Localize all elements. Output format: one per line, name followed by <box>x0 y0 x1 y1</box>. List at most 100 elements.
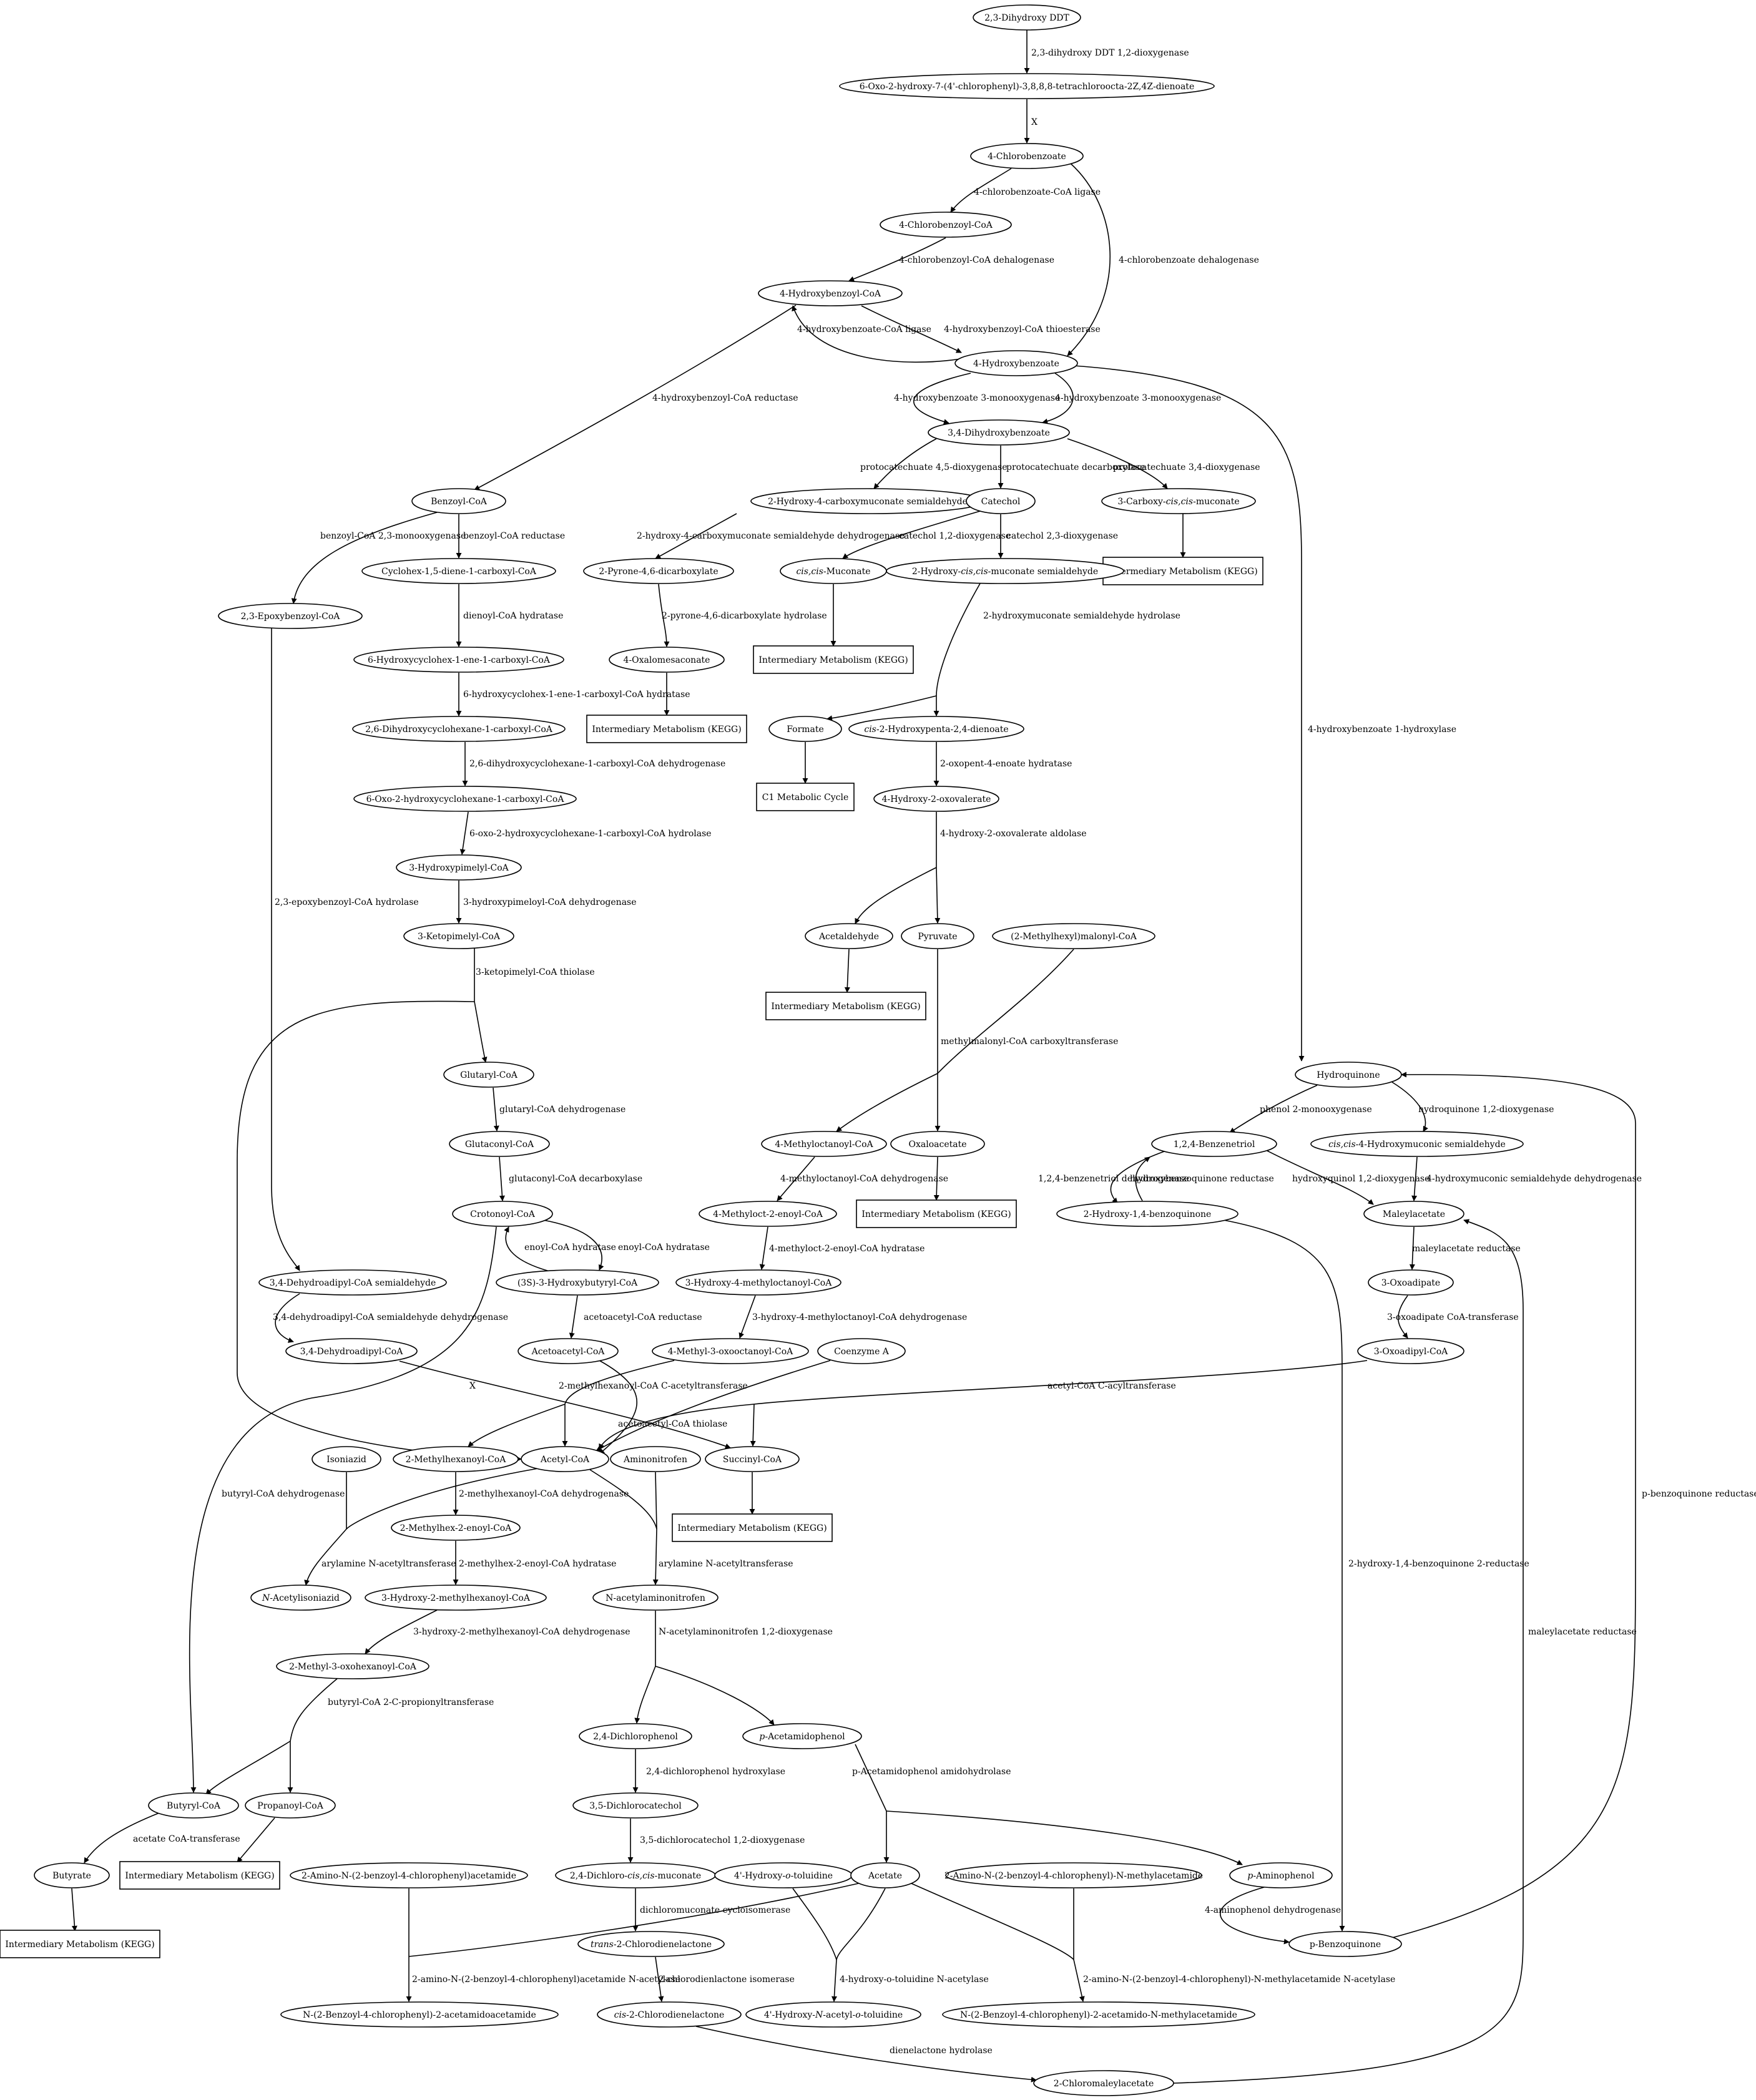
node-formate[interactable]: Formate <box>768 716 842 742</box>
node-catechol[interactable]: Catechol <box>966 488 1036 514</box>
node-km_butyrate[interactable]: Intermediary Metabolism (KEGG) <box>0 1930 160 1958</box>
node-km_carboxy[interactable]: Intermediary Metabolism (KEGG) <box>1102 557 1263 585</box>
node-ellipse-shape <box>592 1585 719 1611</box>
node-succinyl[interactable]: Succinyl-CoA <box>705 1446 800 1472</box>
node-isoniazid[interactable]: Isoniazid <box>311 1446 381 1472</box>
node-hydroxypentadienoate[interactable]: cis-2-Hydroxypenta-2,4-dienoate <box>848 716 1024 742</box>
node-hydroxybenzoate[interactable]: 4-Hydroxybenzoate <box>954 350 1078 376</box>
node-aminonitrofen[interactable]: Aminonitrofen <box>610 1446 701 1472</box>
node-km_muconate[interactable]: Intermediary Metabolism (KEGG) <box>753 645 914 674</box>
node-hydroquinone[interactable]: Hydroquinone <box>1295 1062 1402 1088</box>
node-hydroxyoxovalerate[interactable]: 4-Hydroxy-2-oxovalerate <box>873 786 999 812</box>
node-methyloxooctanoyl[interactable]: 4-Methyl-3-oxooctanoyl-CoA <box>652 1338 809 1364</box>
node-hydroxybenzoquinone[interactable]: 2-Hydroxy-1,4-benzoquinone <box>1056 1201 1239 1227</box>
node-km_acetaldehyde[interactable]: Intermediary Metabolism (KEGG) <box>765 992 926 1020</box>
node-benzoylacetamidomethyl[interactable]: N-(2-Benzoyl-4-chlorophenyl)-2-acetamido… <box>942 2001 1255 2028</box>
node-chloromaleylacetate[interactable]: 2-Chloromaleylacetate <box>1033 2070 1174 2096</box>
node-butyrate[interactable]: Butyrate <box>34 1862 110 1888</box>
node-ellipse-shape <box>572 1792 699 1819</box>
node-acetaldehyde[interactable]: Acetaldehyde <box>805 923 893 949</box>
node-dichloromuconate[interactable]: 2,4-Dichloro-cis,cis-muconate <box>555 1862 716 1888</box>
node-ellipse-shape <box>396 854 522 881</box>
node-acetylcoa[interactable]: Acetyl-CoA <box>521 1446 609 1472</box>
node-hydroxycyclohexene[interactable]: 6-Hydroxycyclohex-1-ene-1-carboxyl-CoA <box>353 647 564 673</box>
node-acetylaminonitrofen[interactable]: N-acetylaminonitrofen <box>592 1585 719 1611</box>
node-cischlorodienelactone[interactable]: cis-2-Chlorodienelactone <box>597 2001 742 2028</box>
node-oxohydroxycyclohexane[interactable]: 6-Oxo-2-hydroxycyclohexane-1-carboxyl-Co… <box>353 786 577 812</box>
node-methyloctenoyl[interactable]: 4-Methyloct-2-enoyl-CoA <box>699 1201 837 1227</box>
node-chlorobenzoylcoa[interactable]: 4-Chlorobenzoyl-CoA <box>880 212 1012 238</box>
node-propanoyl[interactable]: Propanoyl-CoA <box>245 1792 336 1819</box>
node-epoxybenzoyl[interactable]: 2,3-Epoxybenzoyl-CoA <box>218 603 363 629</box>
node-ellipse-shape <box>768 716 842 742</box>
node-ketopimelyl[interactable]: 3-Ketopimelyl-CoA <box>403 923 514 949</box>
node-label: 3,4-Dehydroadipyl-CoA <box>300 1347 404 1357</box>
node-maleylacetate[interactable]: Maleylacetate <box>1363 1201 1464 1227</box>
node-methyloxohexanoyl[interactable]: 2-Methyl-3-oxohexanoyl-CoA <box>276 1653 429 1679</box>
node-km_succinyl[interactable]: Intermediary Metabolism (KEGG) <box>672 1513 833 1542</box>
edge-ccd-cma <box>695 2026 1037 2083</box>
node-transchlorodienelactone[interactable]: trans-2-Chlorodienelactone <box>577 1931 725 1957</box>
node-coenzymea[interactable]: Coenzyme A <box>817 1338 906 1364</box>
node-glutaconyl[interactable]: Glutaconyl-CoA <box>449 1131 550 1157</box>
node-aminophenol[interactable]: p-Aminophenol <box>1229 1862 1333 1888</box>
node-methyloctanoyl[interactable]: 4-Methyloctanoyl-CoA <box>761 1131 887 1157</box>
node-hydroxypimelyl[interactable]: 3-Hydroxypimelyl-CoA <box>396 854 522 881</box>
node-acetate[interactable]: Acetate <box>850 1862 920 1888</box>
node-ellipse-shape <box>403 923 514 949</box>
node-methylhexylmalonyl[interactable]: (2-Methylhexyl)malonyl-CoA <box>992 923 1155 949</box>
node-pyronedicarb[interactable]: 2-Pyrone-4,6-dicarboxylate <box>583 558 734 584</box>
node-hydroxytoluidine[interactable]: 4'-Hydroxy-o-toluidine <box>714 1862 853 1888</box>
node-dihydroxybenzoate[interactable]: 3,4-Dihydroxybenzoate <box>928 419 1070 446</box>
node-benzenetriol[interactable]: 1,2,4-Benzenetriol <box>1151 1131 1277 1157</box>
node-hydroxybutyryl[interactable]: (3S)-3-Hydroxybutyryl-CoA <box>496 1269 659 1296</box>
node-crotonoyl[interactable]: Crotonoyl-CoA <box>452 1201 553 1227</box>
node-km_oxalo[interactable]: Intermediary Metabolism (KEGG) <box>586 715 747 743</box>
node-ddt[interactable]: 2,3-Dihydroxy DDT <box>973 4 1081 31</box>
node-dehydroadipyl[interactable]: 3,4-Dehydroadipyl-CoA <box>285 1338 418 1364</box>
node-km_propanoyl[interactable]: Intermediary Metabolism (KEGG) <box>119 1861 280 1890</box>
node-oxalomesaconate[interactable]: 4-Oxalomesaconate <box>609 647 725 673</box>
node-dihydroxycyclohexane[interactable]: 2,6-Dihydroxycyclohexane-1-carboxyl-CoA <box>352 716 566 742</box>
node-ccmuconate[interactable]: cis,cis-Muconate <box>780 558 887 584</box>
node-benzoylacetamidoacetamide[interactable]: N-(2-Benzoyl-4-chlorophenyl)-2-acetamido… <box>280 2001 559 2028</box>
node-aminobenzoylacetamide[interactable]: 2-Amino-N-(2-benzoyl-4-chlorophenyl)acet… <box>290 1862 528 1888</box>
node-hcms[interactable]: 2-Hydroxy-4-carboxymuconate semialdehyde <box>750 488 985 514</box>
node-methylhexanoyl[interactable]: 2-Methylhexanoyl-CoA <box>393 1446 519 1472</box>
node-c1[interactable]: C1 Metabolic Cycle <box>756 783 855 811</box>
node-acetyltoluidine[interactable]: 4'-Hydroxy-N-acetyl-o-toluidine <box>745 2001 921 2028</box>
node-hydroxymuconicsemi[interactable]: cis,cis-4-Hydroxymuconic semialdehyde <box>1310 1131 1524 1157</box>
node-cyclohexdiene[interactable]: Cyclohex-1,5-diene-1-carboxyl-CoA <box>361 558 556 584</box>
node-oxohydroxy[interactable]: 6-Oxo-2-hydroxy-7-(4'-chlorophenyl)-3,8,… <box>839 73 1215 99</box>
node-chlorobenzoate[interactable]: 4-Chlorobenzoate <box>970 143 1084 169</box>
edge-coa-acetyl <box>596 1360 831 1452</box>
node-butyryl[interactable]: Butyryl-CoA <box>148 1792 239 1819</box>
node-ellipse-shape <box>280 2001 559 2028</box>
node-benzoylcoa[interactable]: Benzoyl-CoA <box>411 488 506 514</box>
node-carboxymuconate[interactable]: 3-Carboxy-cis,cis-muconate <box>1101 488 1256 514</box>
edge-merge1-acetylisoniazid <box>304 1528 347 1586</box>
node-pyruvate[interactable]: Pyruvate <box>901 923 974 949</box>
node-km_oxaloacetate[interactable]: Intermediary Metabolism (KEGG) <box>856 1199 1017 1228</box>
node-ellipse-shape <box>745 2001 921 2028</box>
node-acetamidophenol[interactable]: p-Acetamidophenol <box>742 1723 862 1749</box>
node-dichlorophenol[interactable]: 2,4-Dichlorophenol <box>579 1723 692 1749</box>
node-hydroxymethylhexanoyl[interactable]: 3-Hydroxy-2-methylhexanoyl-CoA <box>365 1585 547 1611</box>
node-glutaryl[interactable]: Glutaryl-CoA <box>443 1062 534 1088</box>
edge-label-e-butyryl-propionyl: butyryl-CoA 2-C-propionyltransferase <box>328 1697 494 1707</box>
node-oxoadipyl[interactable]: 3-Oxoadipyl-CoA <box>1357 1338 1464 1364</box>
node-label: 2-Amino-N-(2-benzoyl-4-chlorophenyl)acet… <box>302 1871 516 1881</box>
node-dichlorocatechol[interactable]: 3,5-Dichlorocatechol <box>572 1792 699 1819</box>
edge-label-e-bc-mono: benzoyl-CoA 2,3-monooxygenase <box>320 531 466 541</box>
node-dehydroadipylsemi[interactable]: 3,4-Dehydroadipyl-CoA semialdehyde <box>258 1269 447 1296</box>
node-hydroxybenzoylcoa[interactable]: 4-Hydroxybenzoyl-CoA <box>758 280 903 306</box>
node-oxoadipate[interactable]: 3-Oxoadipate <box>1368 1269 1454 1296</box>
node-benzoquinone[interactable]: p-Benzoquinone <box>1288 1931 1402 1957</box>
node-acetoacetyl[interactable]: Acetoacetyl-CoA <box>517 1338 619 1364</box>
node-hydroxymethyloctanoyl[interactable]: 3-Hydroxy-4-methyloctanoyl-CoA <box>675 1269 841 1296</box>
node-hms[interactable]: 2-Hydroxy-cis,cis-muconate semialdehyde <box>886 558 1124 584</box>
node-oxaloacetate[interactable]: Oxaloacetate <box>890 1131 985 1157</box>
node-methylhexenoyl[interactable]: 2-Methylhex-2-enoyl-CoA <box>391 1515 521 1541</box>
node-acetylisoniazid[interactable]: N-Acetylisoniazid <box>250 1585 351 1611</box>
node-aminomethylacetamide[interactable]: 2-Amino-N-(2-benzoyl-4-chlorophenyl)-N-m… <box>944 1862 1203 1888</box>
